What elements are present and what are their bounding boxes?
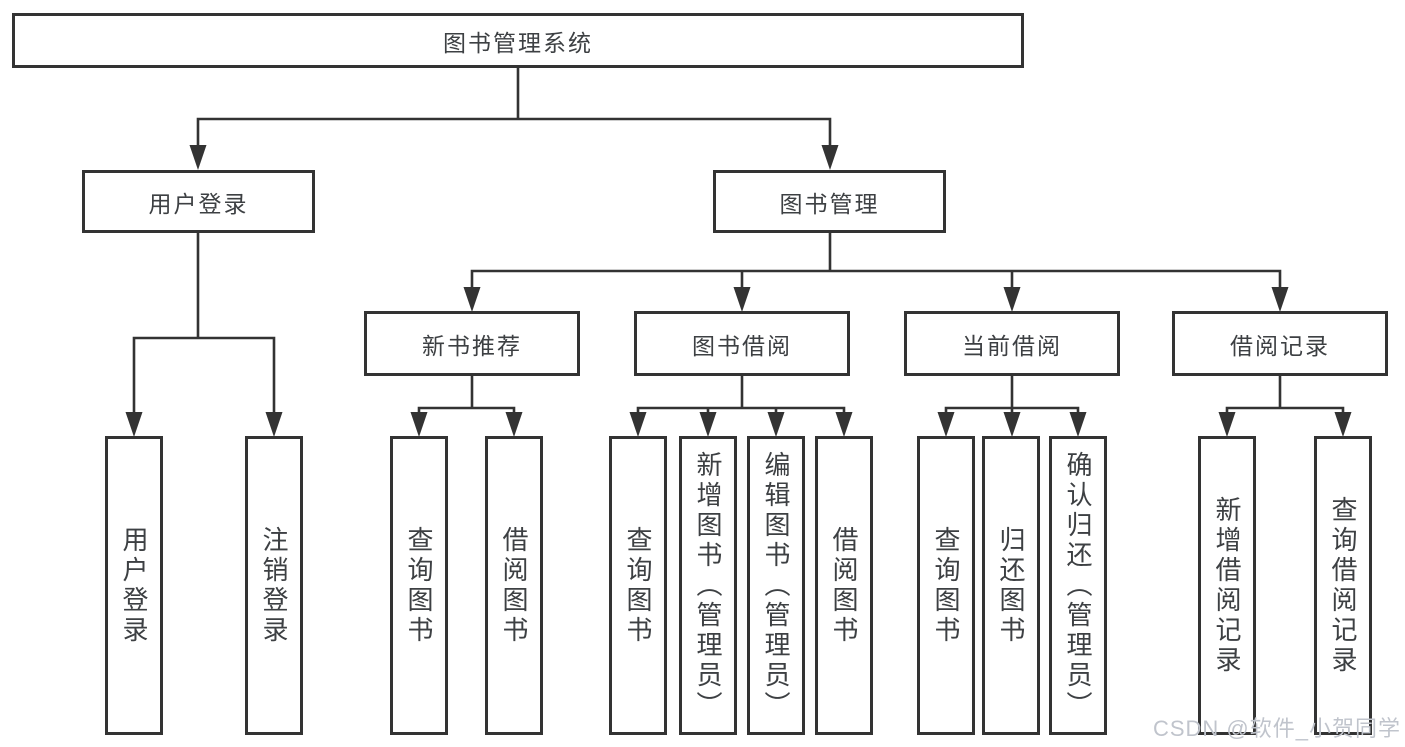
node-label: 借阅记录	[1230, 332, 1330, 359]
node-label: 用户登录	[148, 190, 249, 217]
node-label: 查询图书	[931, 525, 961, 646]
node-user-login: 用户登录	[82, 170, 315, 233]
node-label: 新书推荐	[422, 332, 522, 359]
node-borrowing-records: 借阅记录	[1172, 311, 1388, 376]
leaf-borrow-books-recommend: 借阅图书	[485, 436, 543, 735]
node-label: 图书管理系统	[443, 29, 593, 56]
node-label: 注销登录	[259, 525, 289, 646]
node-current-borrowing: 当前借阅	[904, 311, 1120, 376]
node-label: 查询图书	[404, 525, 434, 646]
node-label: 归还图书	[996, 525, 1026, 646]
node-library-management-system: 图书管理系统	[12, 13, 1024, 68]
leaf-add-books-admin: 新增图书（管理员）	[679, 436, 737, 735]
node-label: 图书借阅	[692, 332, 792, 359]
node-label: 借阅图书	[499, 525, 529, 646]
node-book-management: 图书管理	[713, 170, 946, 233]
leaf-query-books-current: 查询图书	[917, 436, 975, 735]
leaf-borrow-books: 借阅图书	[815, 436, 873, 735]
leaf-return-books: 归还图书	[982, 436, 1040, 735]
leaf-edit-books-admin: 编辑图书（管理员）	[747, 436, 805, 735]
node-book-borrowing: 图书借阅	[634, 311, 850, 376]
node-label: 查询借阅记录	[1328, 495, 1358, 676]
csdn-watermark: CSDN @软件_小贺同学	[1152, 716, 1401, 741]
node-label: 新增借阅记录	[1212, 495, 1242, 676]
leaf-query-books-borrowing: 查询图书	[609, 436, 667, 735]
node-label: 借阅图书	[829, 525, 859, 646]
node-label: 图书管理	[779, 190, 880, 217]
leaf-add-borrow-record: 新增借阅记录	[1198, 436, 1256, 735]
node-label: 编辑图书（管理员）	[761, 450, 791, 721]
leaf-query-borrow-record: 查询借阅记录	[1314, 436, 1372, 735]
node-new-book-recommendation: 新书推荐	[364, 311, 580, 376]
leaf-confirm-return-admin: 确认归还（管理员）	[1049, 436, 1107, 735]
node-label: 确认归还（管理员）	[1063, 450, 1093, 721]
node-label: 用户登录	[119, 525, 149, 646]
leaf-logout-login: 注销登录	[245, 436, 303, 735]
leaf-user-login: 用户登录	[105, 436, 163, 735]
leaf-query-books-recommend: 查询图书	[390, 436, 448, 735]
node-label: 查询图书	[623, 525, 653, 646]
node-label: 当前借阅	[962, 332, 1062, 359]
node-label: 新增图书（管理员）	[693, 450, 723, 721]
